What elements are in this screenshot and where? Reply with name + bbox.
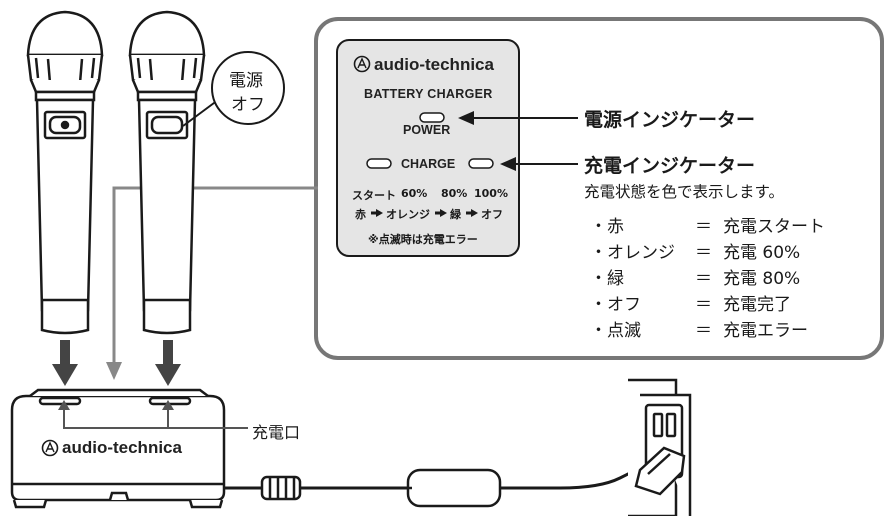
charge-port-label: 充電口	[252, 423, 301, 442]
legend-color: 赤	[607, 217, 624, 237]
panel-title: BATTERY CHARGER	[364, 87, 493, 101]
insert-arrow-left	[52, 340, 78, 386]
wall-outlet	[628, 378, 692, 516]
mic-callout-pointer	[182, 99, 219, 127]
legend-eq: ＝	[695, 243, 712, 263]
legend-eq: ＝	[695, 295, 712, 315]
base-logo-icon	[41, 439, 59, 457]
stage-off: オフ	[481, 208, 503, 221]
legend-row: ・点滅 ＝ 充電エラー	[590, 316, 808, 341]
legend-bullet: ・	[590, 295, 607, 315]
stage-80: 80%	[441, 187, 468, 200]
stage-green: 緑	[450, 208, 461, 221]
legend-bullet: ・	[590, 321, 607, 341]
legend-meaning: 充電スタート	[723, 217, 825, 237]
legend-color: 点滅	[607, 321, 641, 341]
legend-eq: ＝	[695, 217, 712, 237]
legend-meaning: 充電 60%	[723, 243, 801, 263]
charge-label: CHARGE	[401, 157, 456, 171]
charge-indicator-label: 充電インジケーター	[584, 155, 756, 177]
power-label: POWER	[403, 123, 451, 137]
legend-eq: ＝	[695, 269, 712, 289]
legend-eq: ＝	[695, 321, 712, 341]
stage-100: 100%	[474, 187, 508, 200]
microphone-left	[26, 10, 104, 335]
legend-row: ・オレンジ ＝ 充電 60%	[590, 238, 800, 263]
leader-arrow-head	[106, 362, 122, 380]
legend-meaning: 充電エラー	[723, 321, 808, 341]
microphone-right	[128, 10, 206, 335]
stage-60: 60%	[401, 187, 428, 200]
power-pointer-arrow	[458, 111, 578, 125]
panel-brand: audio-technica	[374, 55, 494, 74]
insert-arrow-right	[155, 340, 181, 386]
base-brand: audio-technica	[62, 438, 182, 457]
legend-bullet: ・	[590, 217, 607, 237]
charger-panel	[336, 39, 520, 257]
legend-meaning: 充電完了	[723, 295, 791, 315]
legend-row: ・赤 ＝ 充電スタート	[590, 212, 825, 237]
charge-led-right	[468, 158, 494, 169]
leader-line	[112, 186, 150, 368]
legend-bullet: ・	[590, 269, 607, 289]
port-pointer	[63, 406, 248, 429]
power-cable	[224, 466, 641, 490]
mic-callout-line2: オフ	[231, 95, 265, 115]
charge-indicator-desc: 充電状態を色で表示します。	[584, 183, 784, 201]
charge-led-left	[366, 158, 392, 169]
blink-note: ※点滅時は充電エラー	[368, 233, 478, 246]
stage-start: スタート	[352, 189, 396, 202]
stage-arrows	[371, 209, 478, 217]
power-indicator-label: 電源インジケーター	[584, 109, 756, 131]
ferrite-core	[260, 475, 302, 501]
panel-logo-icon	[353, 55, 371, 73]
ac-adapter	[404, 468, 502, 508]
legend-color: オレンジ	[607, 243, 675, 263]
power-led	[419, 112, 445, 123]
stage-red: 赤	[355, 208, 366, 221]
legend-row: ・オフ ＝ 充電完了	[590, 290, 791, 315]
stage-orange: オレンジ	[386, 208, 430, 221]
charge-pointer-arrow	[500, 157, 578, 171]
legend-meaning: 充電 80%	[723, 269, 801, 289]
mic-callout-line1: 電源	[229, 71, 263, 91]
mic-callout-bubble	[211, 51, 285, 125]
legend-bullet: ・	[590, 243, 607, 263]
legend-row: ・緑 ＝ 充電 80%	[590, 264, 800, 289]
legend-color: オフ	[607, 295, 641, 315]
legend-color: 緑	[607, 269, 624, 289]
